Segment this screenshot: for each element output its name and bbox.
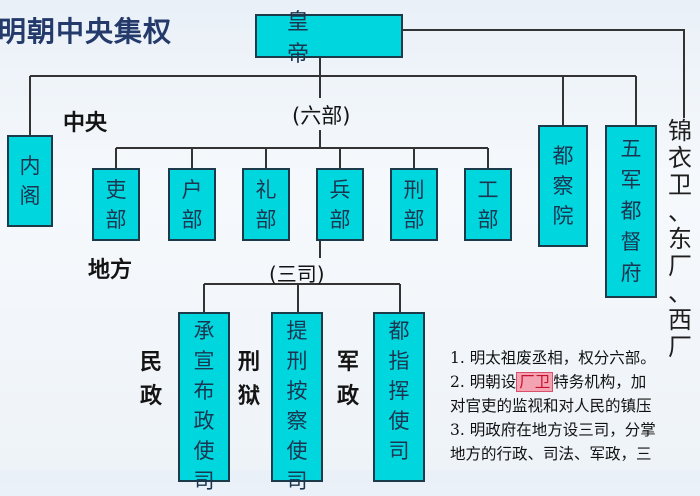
side-char: 厂 [668, 333, 692, 361]
ministry-char: 部 [255, 207, 277, 232]
note-line-3: 对官吏的监视和对人民的镇压 [450, 397, 652, 415]
neige-char: 内 [19, 154, 41, 178]
wujun-char: 都 [620, 199, 642, 223]
side-char: 厂 [668, 252, 692, 280]
ministry-box-rites: 礼 部 [242, 168, 290, 241]
side-char: 西 [668, 306, 692, 334]
duchayuan-char: 察 [552, 174, 574, 198]
note-line-5: 地方的行政、司法、军政，三 [450, 445, 652, 463]
ministry-char: 部 [403, 207, 425, 232]
category-minzheng: 民 政 [140, 346, 162, 414]
office-box-tixing: 提 刑 按 察 使 司 [271, 312, 323, 493]
office-char: 使 [286, 439, 308, 463]
office-char: 指 [388, 349, 410, 373]
office-char: 政 [193, 409, 215, 433]
ministry-char: 户 [181, 177, 203, 202]
office-char: 承 [193, 319, 215, 343]
duchayuan-char: 都 [552, 144, 574, 168]
ministry-box-gong: 工 部 [464, 168, 512, 241]
office-char: 挥 [388, 379, 410, 403]
ministry-char: 吏 [105, 177, 127, 202]
office-char: 布 [193, 379, 215, 403]
category-char: 政 [337, 384, 360, 409]
note-line-2-post: 特务机构，加 [553, 373, 647, 391]
office-char: 司 [286, 469, 308, 493]
note-line-4: 3. 明政府在地方设三司，分掌 [450, 421, 656, 439]
ministry-char: 部 [181, 207, 203, 232]
side-char: 卫 [668, 171, 692, 199]
side-char: 衣 [668, 144, 692, 172]
note-line-1: 1. 明太祖废丞相，权分六部。 [450, 349, 656, 367]
wujun-char: 军 [620, 168, 642, 192]
category-junzheng: 军 政 [337, 346, 359, 414]
category-char: 民 [140, 350, 163, 375]
ministry-char: 部 [329, 207, 351, 232]
office-char: 刑 [286, 349, 308, 373]
ministry-box-hu: 户 部 [168, 168, 216, 241]
ministry-box-bing: 兵 部 [316, 168, 364, 241]
category-char: 军 [337, 350, 360, 375]
duchayuan-box: 都 察 院 [538, 125, 588, 247]
line-emperor-side [403, 29, 685, 118]
ministry-char: 工 [477, 177, 499, 202]
ministry-char: 部 [477, 207, 499, 232]
wujundudufu-box: 五 军 都 督 府 [605, 125, 657, 298]
wujun-char: 府 [620, 261, 642, 285]
side-char: 东 [668, 225, 692, 253]
side-char: 、 [668, 198, 692, 226]
office-char: 司 [388, 439, 410, 463]
office-char: 按 [286, 379, 308, 403]
office-char: 察 [286, 409, 308, 433]
page-title: 明朝中央集权 [0, 15, 173, 48]
neige-box: 内 阁 [7, 135, 53, 227]
office-char: 都 [388, 319, 410, 343]
connector-lines [29, 29, 685, 312]
three-offices-label: (三司) [269, 262, 325, 286]
note-line-2-pre: 2. 明朝设 [450, 373, 517, 391]
office-char: 司 [193, 469, 215, 493]
ministry-char: 礼 [255, 177, 277, 202]
duchayuan-char: 院 [552, 204, 574, 228]
office-char: 使 [388, 409, 410, 433]
office-char: 使 [193, 439, 215, 463]
six-ministries-label: (六部) [292, 104, 351, 128]
neige-char: 阁 [19, 184, 41, 208]
ministry-char: 兵 [329, 177, 351, 202]
note-highlight: 厂卫 [516, 372, 554, 392]
wujun-char: 五 [620, 137, 642, 161]
side-char: 、 [668, 279, 692, 307]
office-char: 宣 [193, 349, 215, 373]
note-line-2: 2. 明朝设厂卫特务机构，加 [450, 370, 700, 394]
notes-block: 1. 明太祖废丞相，权分六部。 2. 明朝设厂卫特务机构，加 对官吏的监视和对人… [450, 346, 700, 466]
category-char: 政 [140, 384, 163, 409]
side-char: 锦 [668, 117, 692, 145]
wujun-char: 督 [620, 230, 642, 254]
category-char: 刑 [238, 350, 261, 375]
category-char: 狱 [238, 384, 261, 409]
local-label: 地方 [88, 258, 133, 283]
office-box-duzhihui: 都 指 挥 使 司 [373, 312, 425, 482]
central-label: 中央 [63, 111, 108, 136]
emperor-box: 皇 帝 [255, 10, 403, 67]
ministry-char: 刑 [403, 177, 425, 202]
side-text-changwei: 锦 衣 卫 、 东 厂 、 西 厂 [668, 118, 692, 361]
office-char: 提 [286, 319, 308, 343]
category-xingyu: 刑 狱 [238, 346, 260, 414]
office-box-chengxuan: 承 宣 布 政 使 司 [178, 312, 230, 493]
ministry-char: 部 [105, 207, 127, 232]
ministry-box-li: 吏 部 [92, 168, 140, 241]
ministry-box-xing: 刑 部 [390, 168, 438, 241]
